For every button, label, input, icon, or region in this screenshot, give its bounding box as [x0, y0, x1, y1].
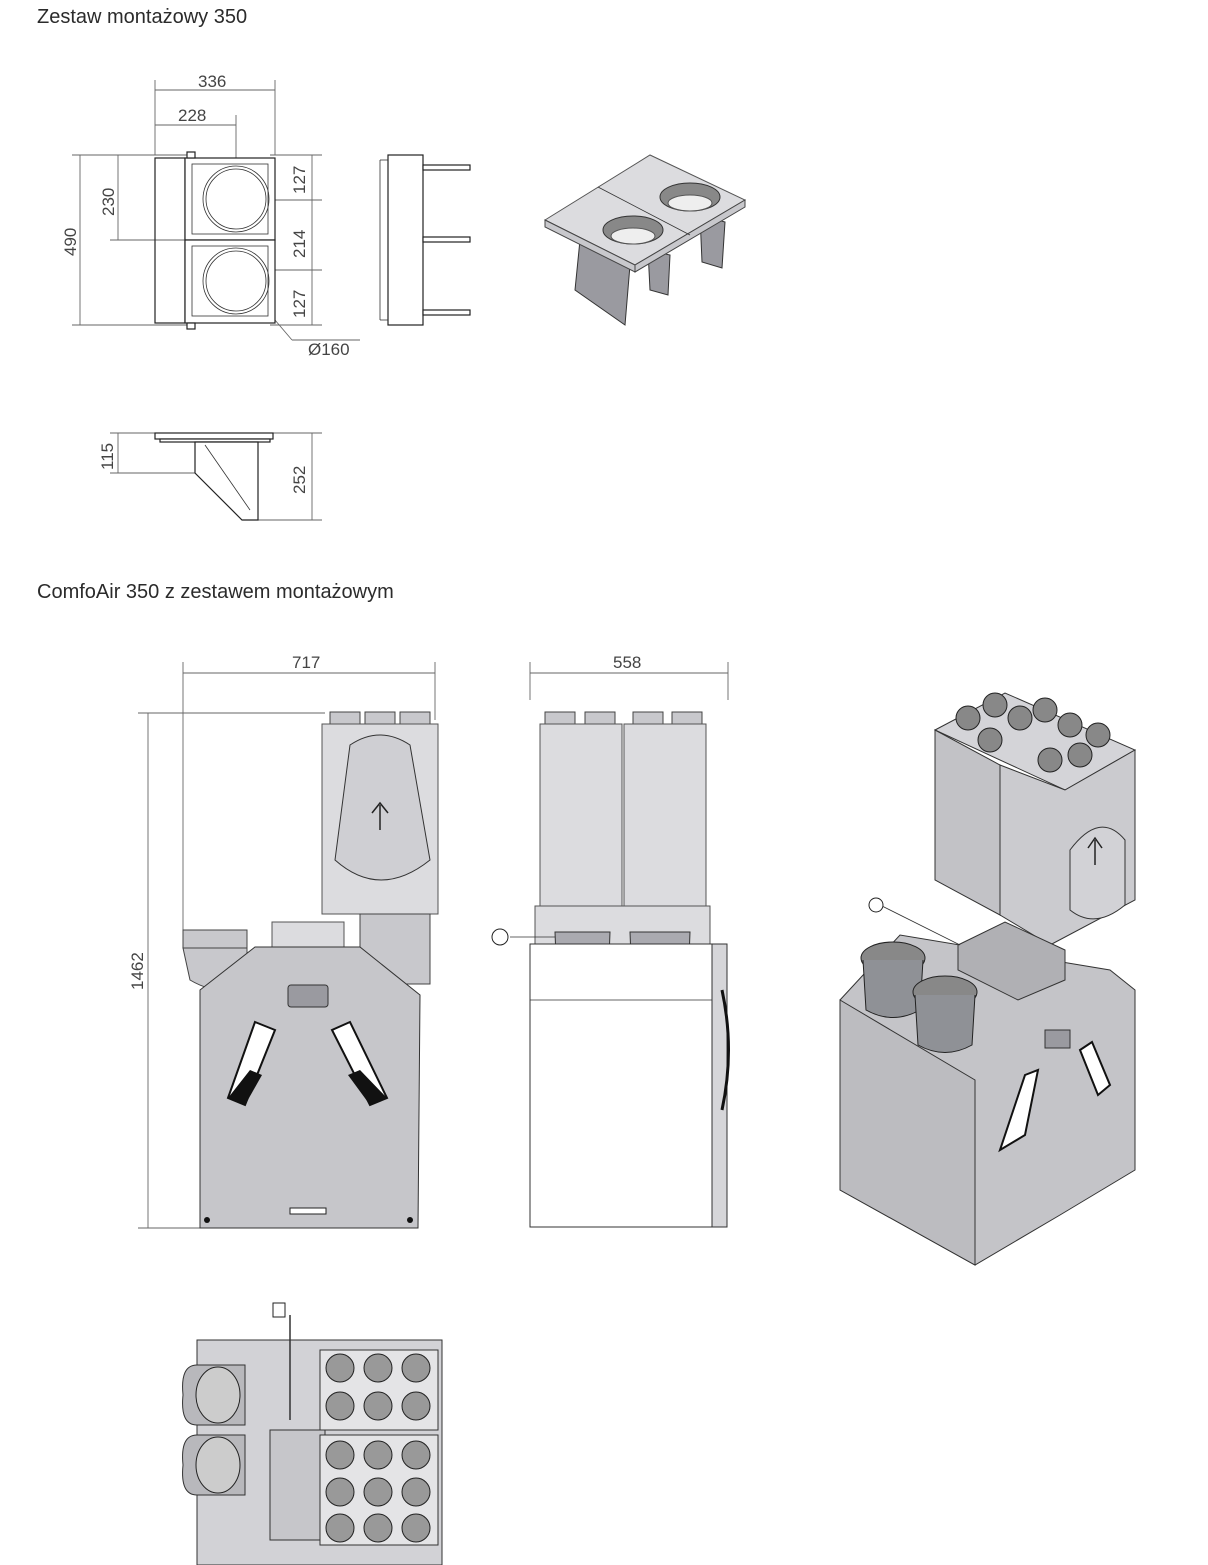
dim-kit-width-total: 336	[198, 72, 226, 91]
dim-section-small: 115	[98, 443, 117, 470]
kit-section-view	[110, 432, 322, 521]
dim-kit-height-total: 490	[61, 228, 80, 256]
unit-top-view	[182, 1302, 443, 1565]
dim-kit-width-partial: 228	[178, 106, 206, 125]
kit-isometric-view	[543, 154, 747, 326]
dim-front-width: 717	[292, 653, 320, 672]
dim-section-large: 252	[290, 466, 309, 494]
dim-side-width: 558	[613, 653, 641, 672]
kit-side-view	[379, 154, 471, 326]
dim-kit-gap-mid: 214	[290, 230, 309, 258]
unit-heading: ComfoAir 350 z zestawem montażowym	[37, 581, 394, 603]
dim-kit-diameter: Ø160	[308, 340, 350, 359]
kit-heading: Zestaw montażowy 350	[37, 6, 248, 28]
unit-side-view	[491, 662, 730, 1228]
unit-front-view	[138, 662, 439, 1229]
dim-kit-height-upper: 230	[99, 188, 118, 216]
dim-kit-gap-bottom: 127	[290, 290, 309, 318]
dim-kit-gap-top: 127	[290, 166, 309, 194]
kit-top-view	[72, 80, 360, 341]
unit-isometric-view	[839, 692, 1137, 1266]
dim-unit-height: 1462	[128, 952, 147, 990]
